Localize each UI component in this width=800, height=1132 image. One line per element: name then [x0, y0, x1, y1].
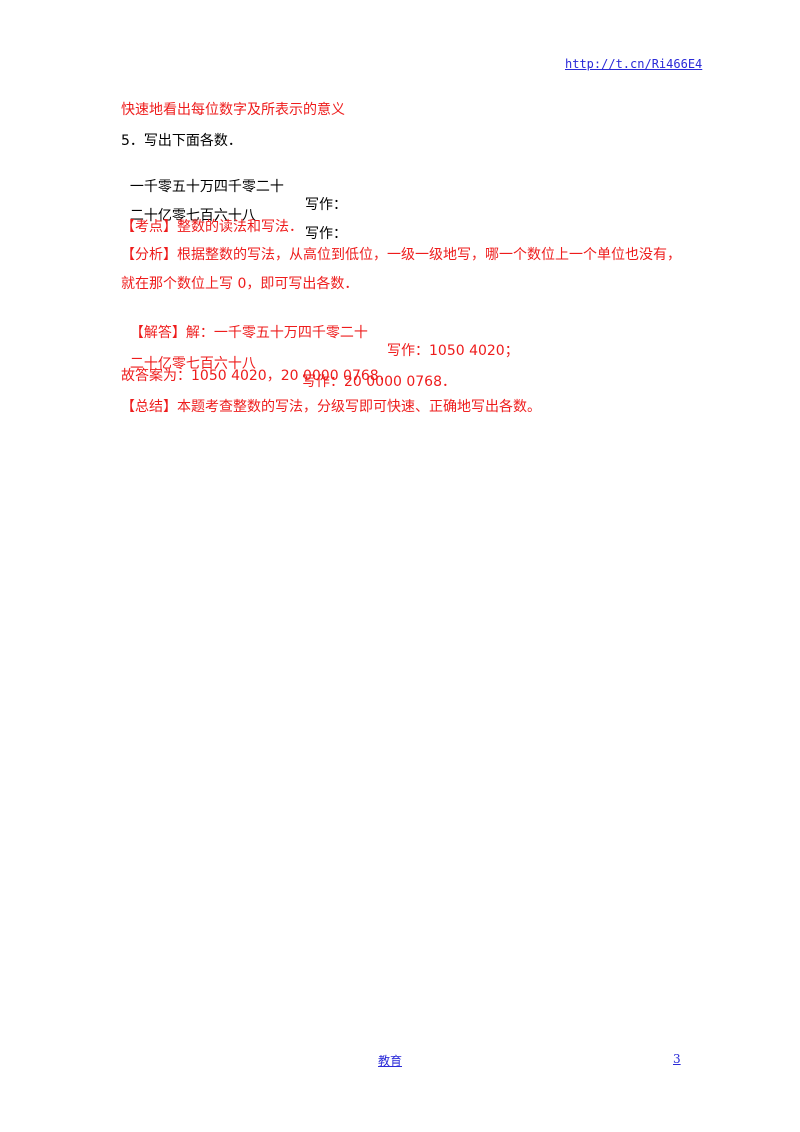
jieda-line-2: 二十亿零七百六十八 写作：20 0000 0768． — [121, 337, 456, 391]
jieda-1-written-number: 写作：1050 4020； — [387, 343, 519, 359]
jieda-2-written-number: 写作：20 0000 0768． — [302, 374, 456, 390]
fenxi-line-1: 【分析】根据整数的写法，从高位到低位，一级一级地写，哪一个数位上一个单位也没有， — [121, 247, 681, 263]
question-5-item-2: 二十亿零七百六十八 写作： — [121, 189, 347, 243]
jieda-2-chinese-number: 二十亿零七百六十八 — [129, 356, 256, 372]
zongjie-line: 【总结】本题考查整数的写法，分级写即可快速、正确地写出各数。 — [121, 399, 541, 415]
jieda-1-chinese-number: 【解答】解：一千零五十万四千零二十 — [129, 325, 368, 341]
kaodian-line: 【考点】整数的读法和写法． — [121, 219, 303, 235]
item-2-write-label: 写作： — [305, 226, 347, 242]
item-1-write-label: 写作： — [305, 197, 347, 213]
jieda-line-1: 【解答】解：一千零五十万四千零二十 写作：1050 4020； — [121, 306, 519, 360]
footer-center-link[interactable]: 教育 — [378, 1054, 403, 1068]
intro-line: 快速地看出每位数字及所表示的意义 — [121, 102, 345, 118]
footer-page-number[interactable]: 3 — [673, 1052, 681, 1066]
answer-line: 故答案为：1050 4020，20 0000 0768． — [121, 368, 393, 384]
fenxi-line-2: 就在那个数位上写 0，即可写出各数． — [121, 276, 359, 292]
item-1-chinese-number: 一千零五十万四千零二十 — [129, 179, 284, 195]
item-2-chinese-number: 二十亿零七百六十八 — [129, 208, 256, 224]
header-link[interactable]: http://t.cn/Ri466E4 — [565, 57, 703, 71]
question-5-item-1: 一千零五十万四千零二十 写作： — [121, 160, 347, 214]
question-5-title: 5．写出下面各数． — [121, 133, 242, 149]
